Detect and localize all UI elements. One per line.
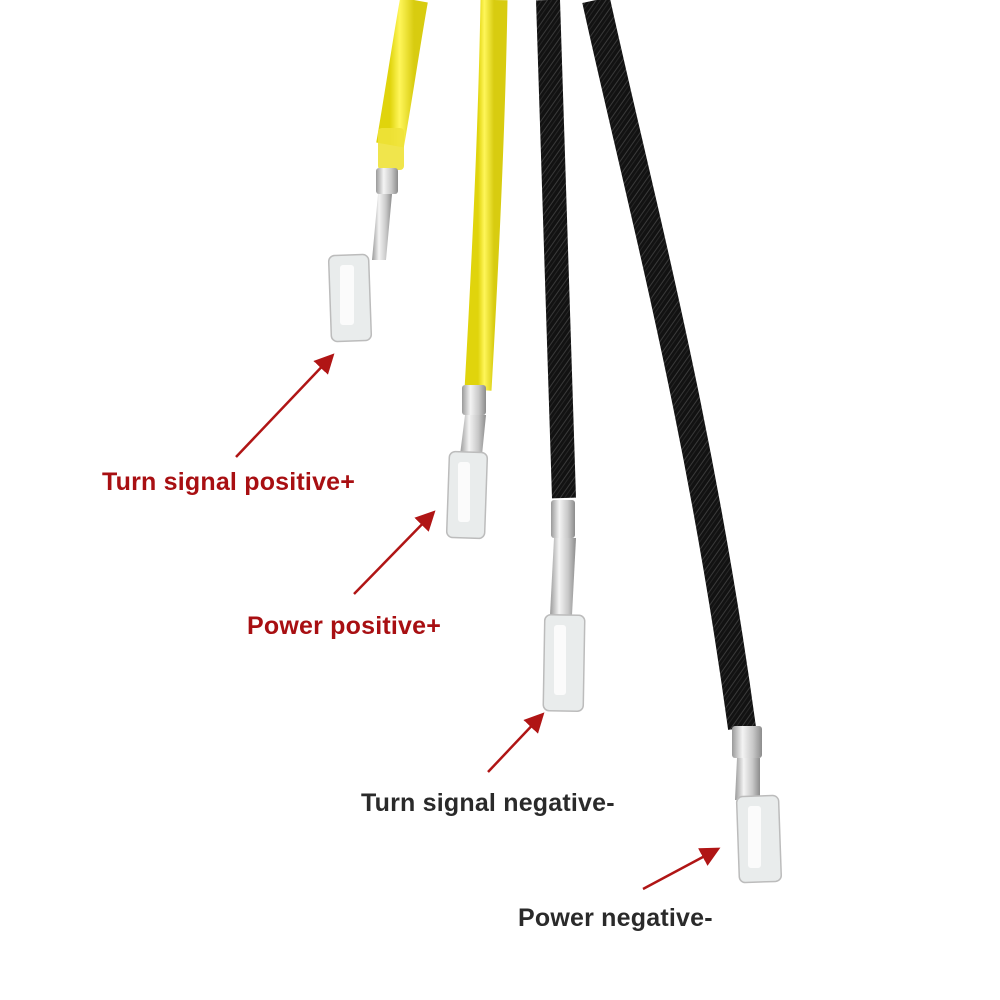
- label-turn-signal-negative: Turn signal negative-: [361, 789, 615, 817]
- black-wire-2: [582, 0, 782, 884]
- yellow-wire-2: [445, 0, 508, 540]
- yellow-wire-1: [327, 0, 428, 343]
- arrow-turn-signal-positive: [235, 353, 335, 458]
- arrow-power-negative: [642, 847, 721, 891]
- label-power-positive: Power positive+: [247, 612, 442, 640]
- arrow-turn-signal-negative: [487, 712, 545, 773]
- black-wire-1: [536, 0, 586, 712]
- label-turn-signal-positive: Turn signal positive+: [102, 468, 356, 496]
- arrow-power-positive: [353, 510, 436, 595]
- label-power-negative: Power negative-: [518, 904, 713, 932]
